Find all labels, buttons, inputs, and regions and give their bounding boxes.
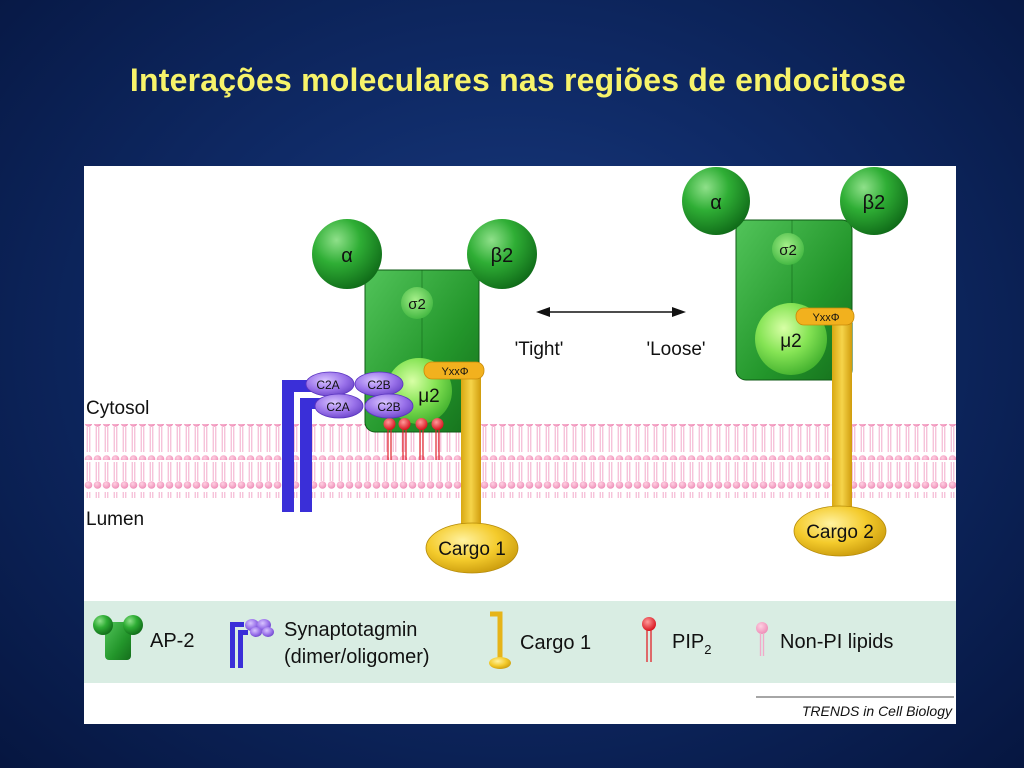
cargo1-label: Cargo 1: [438, 539, 506, 560]
mu2-label: μ2: [418, 386, 440, 407]
beta2-subunit: [467, 219, 537, 289]
c2b-bottom-label: C2B: [377, 400, 400, 414]
pip2-cluster: [383, 418, 444, 460]
pip2-legend-icon: [642, 617, 656, 662]
figure-panel: Cytosol Lumen α β2 σ2 μ2 YxxΦ Cargo 1: [84, 166, 956, 724]
cytosol-label: Cytosol: [86, 398, 149, 419]
beta2-subunit-loose: [840, 167, 908, 235]
synaptotagmin-dimer: C2A C2B C2A C2B: [282, 371, 414, 512]
sigma2-label: σ2: [408, 296, 426, 313]
alpha-subunit: [312, 219, 382, 289]
legend-pip2-label: PIP2: [672, 631, 711, 657]
endocytosis-diagram: Cytosol Lumen α β2 σ2 μ2 YxxΦ Cargo 1: [84, 167, 956, 719]
legend-synaptotagmin-sub-label: (dimer/oligomer): [284, 646, 430, 668]
alpha-label-loose: α: [710, 192, 722, 214]
legend: AP-2 Synaptotagmin (dimer/oligomer) Carg…: [84, 601, 956, 683]
synaptotagmin-legend-icon: [230, 619, 274, 668]
legend-ap2-label: AP-2: [150, 630, 194, 652]
journal-credit: TRENDS in Cell Biology: [802, 703, 953, 719]
lipid-bilayer: [84, 424, 956, 498]
yxxphi-label-loose: YxxΦ: [812, 312, 839, 324]
cargo1-protein: YxxΦ Cargo 1: [423, 361, 519, 574]
slide-title: Interações moleculares nas regiões de en…: [129, 62, 907, 98]
beta2-label: β2: [491, 245, 514, 267]
cargo2-protein: YxxΦ Cargo 2: [793, 307, 887, 557]
legend-synaptotagmin-label: Synaptotagmin: [284, 619, 417, 641]
cargo2-label: Cargo 2: [806, 522, 874, 543]
c2b-top-label: C2B: [367, 378, 390, 392]
sigma2-label-loose: σ2: [779, 242, 797, 259]
equilibrium-arrow: [536, 307, 686, 317]
sigma2-subunit: [401, 287, 433, 319]
mu2-label-loose: μ2: [780, 331, 802, 352]
ap2-complex-loose: α β2 σ2 μ2: [682, 167, 908, 381]
loose-label: 'Loose': [646, 339, 705, 360]
ap2-legend-icon: [93, 615, 143, 660]
alpha-subunit-loose: [682, 167, 750, 235]
beta2-label-loose: β2: [863, 192, 886, 214]
legend-nonpi-label: Non-PI lipids: [780, 631, 893, 653]
sigma2-subunit-loose: [772, 233, 804, 265]
c2a-bottom-label: C2A: [326, 400, 349, 414]
yxxphi-motif: [423, 361, 485, 380]
lumen-label: Lumen: [86, 509, 144, 530]
yxxphi-label: YxxΦ: [441, 366, 468, 378]
alpha-label: α: [341, 245, 353, 267]
yxxphi-motif-loose: [795, 307, 855, 326]
c2a-top-label: C2A: [316, 378, 339, 392]
nonpi-legend-icon: [756, 622, 768, 656]
legend-cargo1-label: Cargo 1: [520, 632, 591, 654]
tight-label: 'Tight': [515, 339, 564, 360]
cargo-legend-icon: [489, 611, 511, 669]
